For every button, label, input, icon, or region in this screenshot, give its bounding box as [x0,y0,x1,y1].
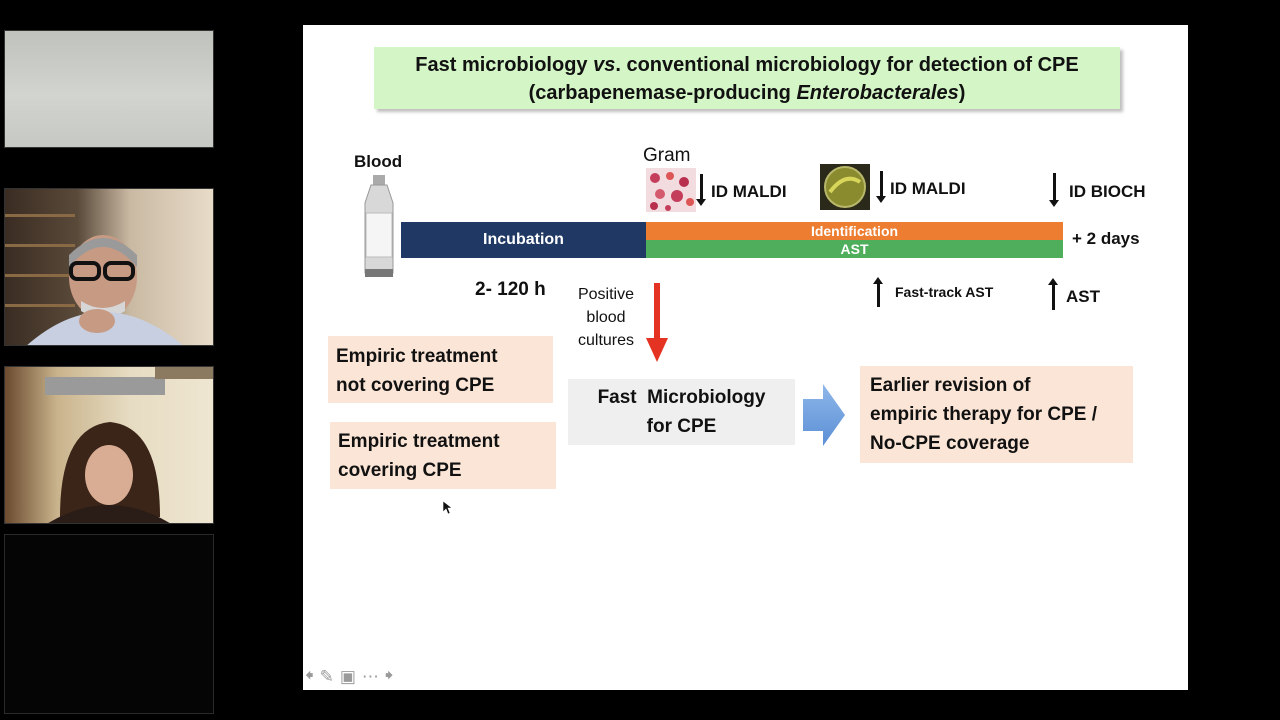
arrow-down-icon [876,171,886,203]
blood-label: Blood [354,152,403,171]
earlier-revision-box: Earlier revision of empiric therapy for … [860,366,1133,463]
blue-arrow-right-icon [803,384,845,446]
gram-label: Gram [643,145,691,166]
hours-label: 2- 120 h [475,279,546,300]
arrow-down-icon [1049,173,1059,207]
red-arrow-down-icon [646,283,668,362]
participant-video-empty[interactable] [4,534,214,714]
empiric-not-covering-box: Empiric treatment not covering CPE [328,336,553,403]
ast-bar: AST [646,240,1063,258]
participants-panel [0,0,215,720]
id-maldi-label-2: ID MALDI [890,179,966,198]
ast-label: AST [1066,287,1100,306]
id-bioch-label: ID BIOCH [1069,182,1146,201]
slide-navigation: 🠸 ✎ ▣ ⋯ 🠺 [305,666,393,688]
id-maldi-label: ID MALDI [711,182,787,201]
mouse-cursor-icon [443,501,453,515]
person-silhouette-icon [27,235,183,345]
plus-days-label: + 2 days [1072,229,1140,248]
participant-video-woman[interactable] [4,366,214,524]
positive-cultures-label: Positive blood cultures [577,286,635,349]
bookshelf [5,214,75,217]
bookshelf [5,244,75,247]
bookshelf [5,274,75,277]
next-arrow-icon[interactable]: 🠺 [384,665,394,685]
participant-video-blurred[interactable] [4,30,214,148]
arrow-up-icon [1048,278,1058,310]
fast-track-ast-label: Fast-track AST [895,284,994,300]
prev-arrow-icon[interactable]: 🠸 [305,665,314,685]
culture-plate-image-icon [820,164,870,210]
slide-title: Fast microbiology vs. conventional micro… [374,47,1120,109]
incubation-bar: Incubation [401,222,646,258]
arrow-down-icon [696,174,706,206]
fast-microbiology-box: Fast Microbiology for CPE [568,379,795,445]
person-silhouette-icon [45,367,213,523]
participant-video-man[interactable] [4,188,214,346]
presentation-slide: Fast microbiology vs. conventional micro… [303,25,1188,690]
blood-bottle-icon [364,175,394,277]
more-icon[interactable]: ⋯ [361,667,379,686]
gram-stain-image-icon [646,168,696,212]
pen-icon[interactable]: ✎ [319,667,334,686]
bookshelf [5,304,75,307]
arrow-up-icon [873,277,883,307]
empiric-covering-box: Empiric treatment covering CPE [330,422,556,489]
screen-icon[interactable]: ▣ [339,667,356,686]
identification-bar: Identification [646,222,1063,240]
